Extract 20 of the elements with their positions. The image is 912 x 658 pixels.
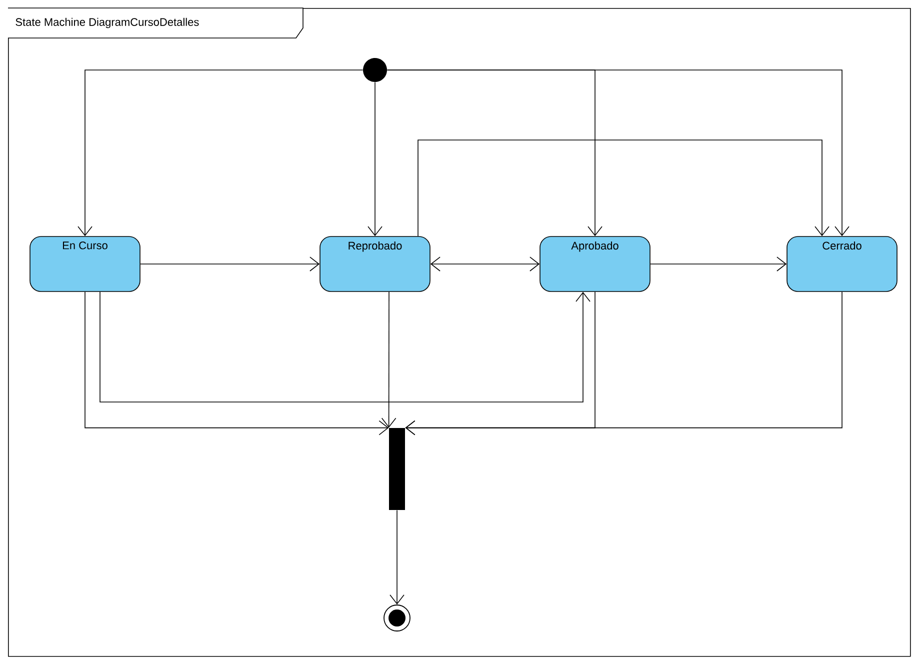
transition-arrow: [78, 70, 364, 236]
initial-state: [363, 58, 387, 82]
transition-arrow: [390, 510, 404, 605]
transition-arrow: [650, 256, 787, 272]
join-bar: [389, 428, 405, 510]
transition-arrow: [386, 70, 850, 236]
transition-arrow: [100, 292, 590, 402]
state-box: Reprobado: [320, 236, 430, 292]
transition-arrow: [405, 292, 842, 436]
frame-title: State Machine DiagramCursoDetalles: [16, 18, 199, 28]
transition-arrow: [140, 256, 320, 272]
state-box: Aprobado: [540, 236, 650, 292]
final-state: [384, 604, 410, 632]
transition-arrow: [430, 256, 540, 272]
state-box: Cerrado: [786, 236, 898, 292]
transition-arrow: [84, 292, 389, 436]
state-box: En Curso: [30, 236, 140, 292]
transition-arrow: [381, 292, 396, 428]
transition-arrow: [418, 140, 830, 236]
transition-arrow: [368, 82, 382, 236]
